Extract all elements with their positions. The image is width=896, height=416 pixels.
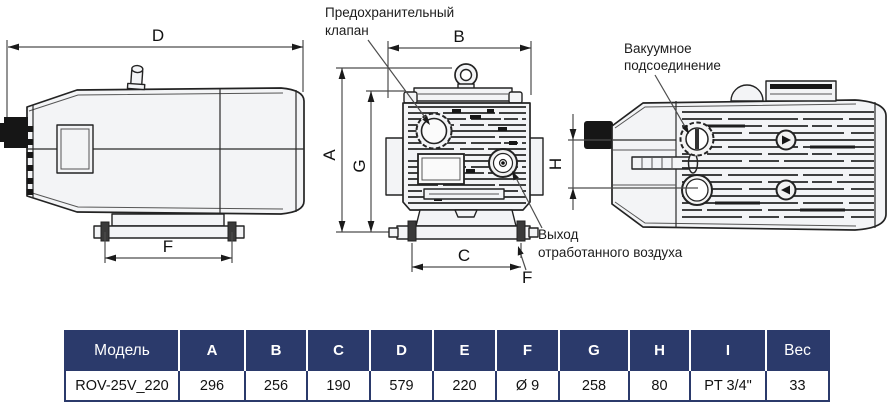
- cell-a: 296: [179, 369, 246, 401]
- cable-connector: [4, 117, 28, 148]
- col-header-d: D: [370, 331, 434, 370]
- dim-label-top-height: H: [546, 158, 565, 170]
- col-header-model: Модель: [65, 331, 180, 370]
- dim-label-front-foot-hole: F: [522, 268, 532, 287]
- top-view-drawing: H: [546, 80, 887, 231]
- safety-valve-label-line1: Предохранительный: [325, 5, 454, 20]
- oil-window: [56, 124, 94, 174]
- cell-e: 220: [433, 369, 497, 401]
- dim-label-side-base: F: [163, 237, 173, 256]
- dim-label-front-height-total: A: [320, 149, 339, 161]
- vacuum-label-line1: Вакуумное: [624, 41, 692, 56]
- nameplate: [417, 153, 465, 185]
- annotation-vacuum-connection: Вакуумное подсоединение: [624, 41, 721, 134]
- cell-i: PT 3/4": [690, 369, 767, 401]
- dim-label-front-feet-span: C: [458, 246, 470, 265]
- safety-valve: [415, 112, 453, 150]
- pump-dimensional-drawing: D: [0, 5, 887, 287]
- safety-valve-label-line2: клапан: [325, 23, 369, 38]
- col-header-i: I: [690, 331, 767, 370]
- side-view-drawing: D: [0, 26, 305, 263]
- col-header-f: F: [496, 331, 560, 370]
- table-data-row: ROV-25V_220 296 256 190 579 220 Ø 9 258 …: [65, 369, 829, 401]
- endcap-ticks: [26, 126, 34, 195]
- col-header-g: G: [559, 331, 630, 370]
- front-view-drawing: B A G: [320, 27, 544, 287]
- cell-f: Ø 9: [496, 369, 560, 401]
- vacuum-label-line2: подсоединение: [624, 58, 721, 73]
- cable-connector-top: [584, 121, 613, 149]
- table-header-row: Модель A B C D E F G H I Вес: [65, 331, 829, 370]
- col-header-c: C: [307, 331, 371, 370]
- exhaust-outlet: [488, 148, 518, 178]
- dimensions-table: Модель A B C D E F G H I Вес ROV-25V_220…: [64, 330, 830, 402]
- vacuum-port: [679, 121, 715, 157]
- top-nipple: [126, 64, 146, 91]
- col-header-b: B: [245, 331, 308, 370]
- cell-h: 80: [629, 369, 691, 401]
- cell-model: ROV-25V_220: [65, 369, 180, 401]
- annotation-exhaust: Выход отработанного воздуха: [512, 171, 683, 260]
- dim-label-front-height-body: G: [350, 159, 369, 172]
- col-header-weight: Вес: [766, 331, 829, 370]
- col-header-e: E: [433, 331, 497, 370]
- top-dome: [730, 84, 764, 102]
- cell-weight: 33: [766, 369, 829, 401]
- col-header-a: A: [179, 331, 246, 370]
- cell-b: 256: [245, 369, 308, 401]
- col-header-h: H: [629, 331, 691, 370]
- exhaust-label-line1: Выход: [538, 227, 579, 242]
- dim-label-front-width: B: [453, 27, 464, 46]
- annotation-safety-valve: Предохранительный клапан: [325, 5, 454, 125]
- spec-table-container: Модель A B C D E F G H I Вес ROV-25V_220…: [64, 330, 830, 402]
- cell-g: 258: [559, 369, 630, 401]
- cell-c: 190: [307, 369, 371, 401]
- dim-label-side-width: D: [152, 26, 164, 45]
- cell-d: 579: [370, 369, 434, 401]
- exhaust-label-line2: отработанного воздуха: [538, 245, 683, 260]
- lower-port: [681, 174, 713, 206]
